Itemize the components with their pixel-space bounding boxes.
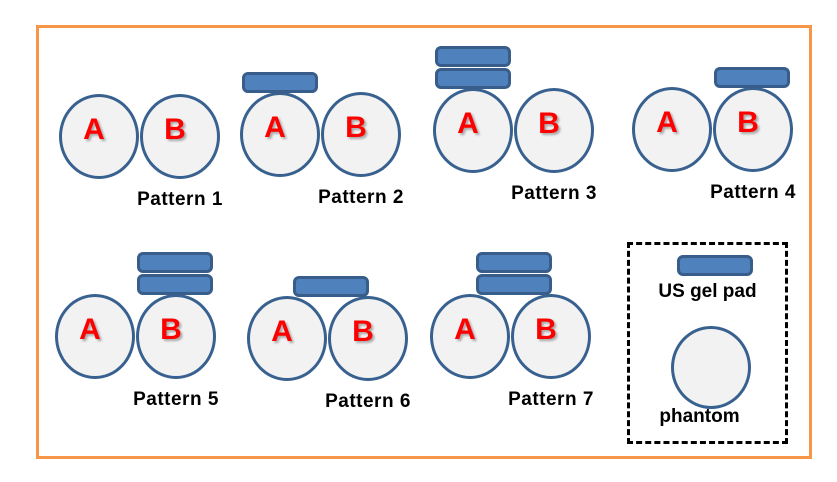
phantom-letter-A: A <box>656 105 678 139</box>
legend-box: US gel pad phantom <box>627 242 788 444</box>
phantom-letter-A: A <box>457 106 479 140</box>
us-gel-pad <box>435 46 511 67</box>
phantom-letter-A: A <box>454 312 476 346</box>
phantom-letter-B: B <box>737 105 759 139</box>
phantom-circle-B: B <box>140 94 220 179</box>
phantom-letter-B: B <box>164 112 186 146</box>
phantom-circle-B: B <box>136 294 216 379</box>
phantom-letter-A: A <box>264 110 286 144</box>
phantom-circle-icon <box>671 326 751 409</box>
phantom-letter-A: A <box>271 314 293 348</box>
phantom-circle-B: B <box>328 296 408 381</box>
pattern-label: Pattern 3 <box>511 183 597 204</box>
phantom-letter-A: A <box>83 112 105 146</box>
pattern-label: Pattern 7 <box>508 389 594 410</box>
us-gel-pad <box>293 276 369 297</box>
us-gel-pad <box>137 274 213 295</box>
pattern-label: Pattern 2 <box>318 187 404 208</box>
phantom-circle-A: A <box>632 87 712 172</box>
legend-phantom-label: phantom <box>659 406 740 427</box>
legend-gel-pad-label: US gel pad <box>658 281 757 302</box>
outer-frame <box>36 25 812 459</box>
phantom-letter-B: B <box>535 312 557 346</box>
phantom-letter-A: A <box>79 312 101 346</box>
us-gel-pad-icon <box>677 255 753 276</box>
phantom-circle-A: A <box>240 92 320 177</box>
phantom-letter-B: B <box>352 314 374 348</box>
phantom-circle-A: A <box>247 296 327 381</box>
phantom-circle-B: B <box>713 87 793 172</box>
phantom-circle-B: B <box>321 92 401 177</box>
phantom-circle-B: B <box>511 294 591 379</box>
phantom-circle-A: A <box>59 94 139 179</box>
phantom-circle-B: B <box>514 88 594 173</box>
phantom-letter-B: B <box>345 110 367 144</box>
pattern-label: Pattern 1 <box>137 189 223 210</box>
us-gel-pad <box>476 252 552 273</box>
pattern-label: Pattern 6 <box>325 391 411 412</box>
phantom-letter-B: B <box>160 312 182 346</box>
phantom-circle-A: A <box>430 294 510 379</box>
us-gel-pad <box>435 68 511 89</box>
phantom-circle-A: A <box>433 88 513 173</box>
us-gel-pad <box>137 252 213 273</box>
us-gel-pad <box>476 274 552 295</box>
phantom-letter-B: B <box>538 106 560 140</box>
pattern-label: Pattern 4 <box>710 182 796 203</box>
us-gel-pad <box>714 67 790 88</box>
phantom-circle-A: A <box>55 294 135 379</box>
us-gel-pad <box>242 72 318 93</box>
pattern-label: Pattern 5 <box>133 389 219 410</box>
